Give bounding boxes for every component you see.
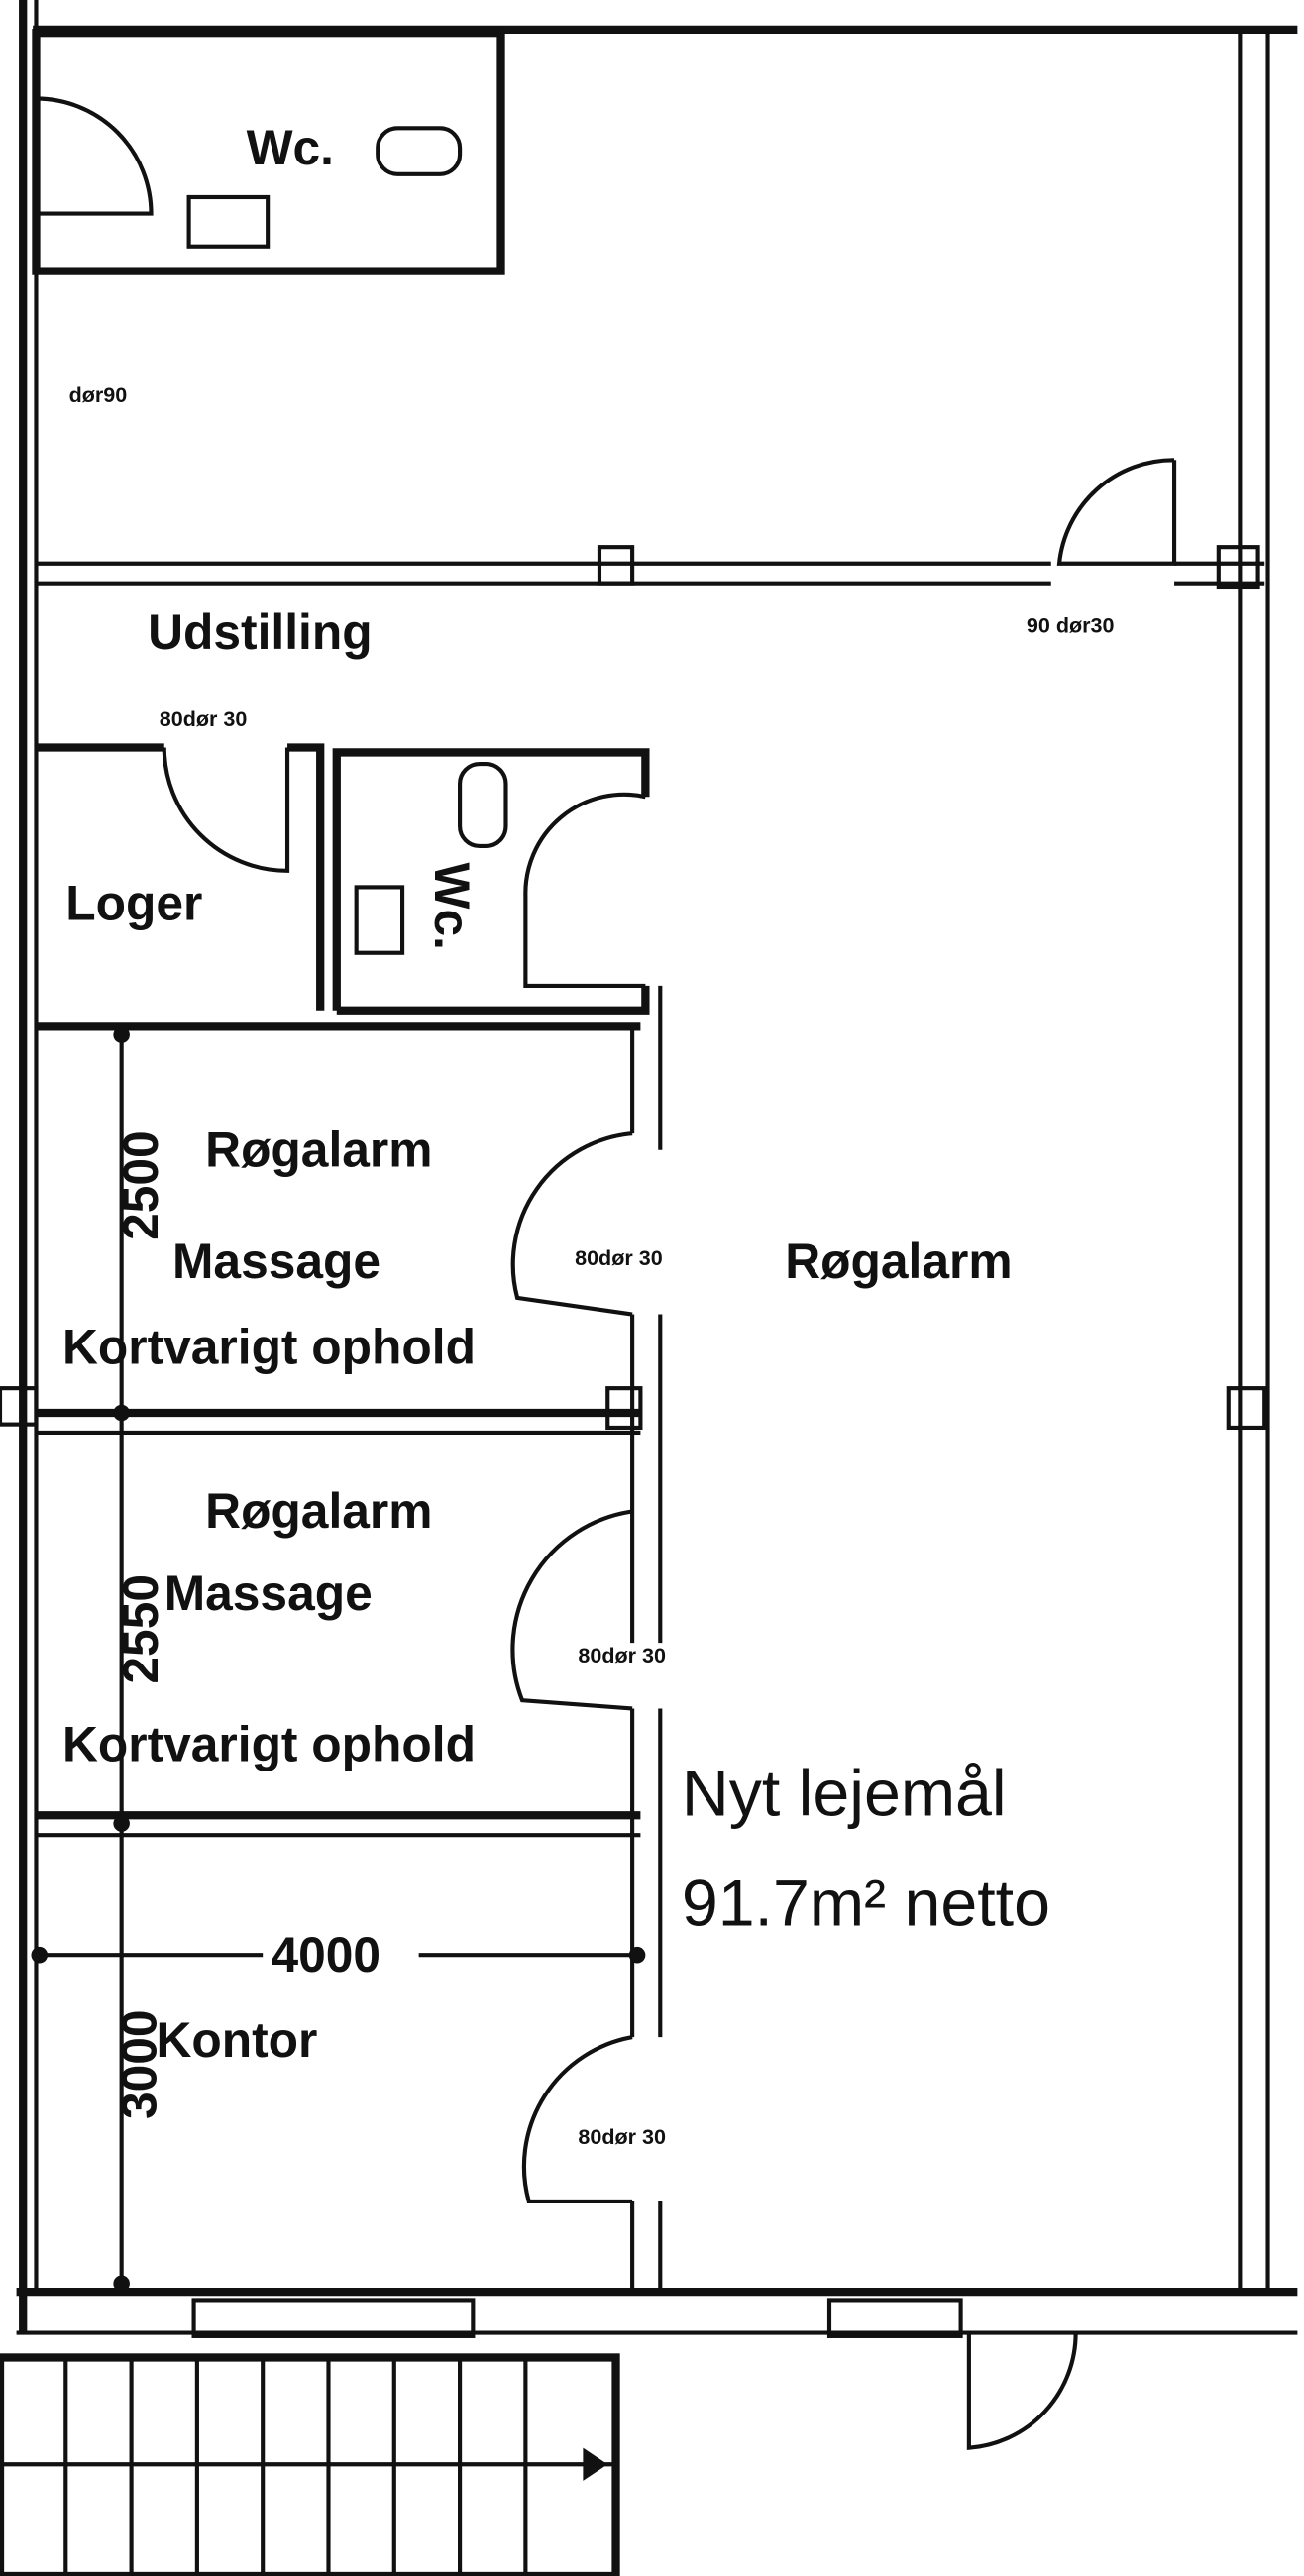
doors (36, 96, 1177, 2450)
massage2-note: Kortvarigt ophold (62, 1717, 476, 1772)
door-label-massage2: 80dør 30 (578, 1643, 666, 1667)
dimension-massage2: 2550 (113, 1574, 168, 1684)
room-label-udstilling: Udstilling (148, 604, 372, 660)
door-label-left-top: dør90 (69, 382, 128, 407)
sink-icon (354, 885, 405, 955)
stairs (0, 2353, 620, 2576)
massage1-alarm: Røgalarm (205, 1122, 432, 1177)
room-label-kontor: Kontor (156, 2012, 317, 2068)
door-label-upper-right: 90 dør30 (1027, 612, 1115, 637)
sink-icon (186, 194, 271, 249)
lease-area: 91.7m² netto (682, 1867, 1050, 1940)
lease-title: Nyt lejemål (682, 1757, 1007, 1830)
room-label-wc-top: Wc. (247, 120, 334, 175)
walls (0, 0, 1298, 2338)
toilet-icon (376, 126, 463, 176)
massage1-note: Kortvarigt ophold (62, 1319, 476, 1374)
door-label-kontor: 80dør 30 (578, 2124, 666, 2149)
fixtures (186, 126, 508, 955)
door-label-massage1: 80dør 30 (575, 1245, 663, 1270)
room-label-loger: Loger (65, 876, 202, 931)
toilet-icon (458, 761, 508, 849)
room-label-wc-mid: Wc. (424, 863, 480, 950)
dimension-kontor-height: 3000 (111, 2009, 166, 2119)
dimension-lines (31, 1026, 646, 2293)
hall-alarm: Røgalarm (785, 1234, 1012, 1289)
massage2-alarm: Røgalarm (205, 1483, 432, 1539)
dimension-kontor-width: 4000 (271, 1927, 380, 1983)
massage2-label: Massage (164, 1565, 373, 1621)
dimension-massage1: 2500 (113, 1130, 168, 1240)
massage1-label: Massage (172, 1234, 380, 1289)
door-label-udstilling: 80dør 30 (160, 706, 248, 731)
